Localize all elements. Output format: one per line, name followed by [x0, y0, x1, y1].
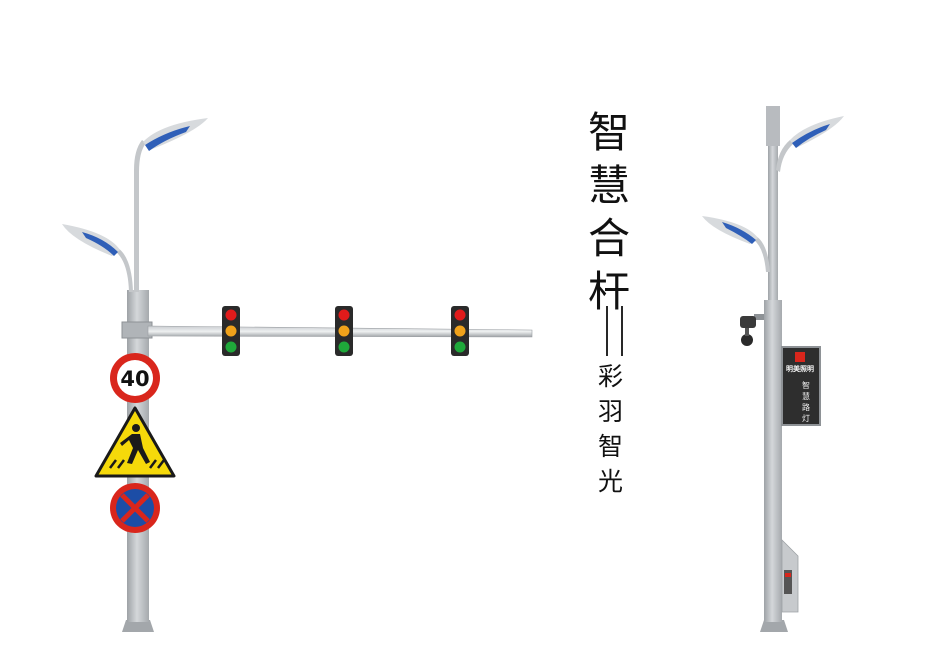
- left-lower-lamp-arm: [116, 248, 133, 292]
- panel-brand-text: 明美照明: [786, 365, 814, 373]
- speed-limit-value: 40: [120, 367, 149, 391]
- right-pole-base: [760, 620, 788, 632]
- subtitle-char: 光: [598, 467, 624, 496]
- title-char: 杆: [588, 267, 631, 316]
- title-char: 合: [588, 214, 631, 263]
- page-title: 智 慧 合 杆: [588, 112, 630, 313]
- left-upper-lamp-head: [143, 118, 208, 151]
- info-display-panel: [781, 346, 821, 426]
- right-upper-lamp-head: [790, 116, 844, 148]
- title-char: 慧: [588, 161, 631, 210]
- page-subtitle: 彩 羽 智 光: [598, 364, 623, 494]
- charging-cabinet: [781, 539, 799, 613]
- right-lower-lamp-arm: [754, 236, 770, 272]
- right-smart-pole: [702, 106, 844, 632]
- left-pole-mast: [134, 140, 146, 292]
- left-lower-lamp-head: [62, 224, 120, 256]
- traffic-light-2: [335, 306, 353, 356]
- right-pole-cap: [766, 106, 780, 146]
- right-upper-lamp-arm: [776, 140, 793, 172]
- title-char: 智: [588, 108, 631, 157]
- right-pole-top-mast: [768, 108, 778, 300]
- speed-limit-sign: 40: [110, 353, 160, 403]
- title-divider: [606, 306, 623, 356]
- right-pole-shaft: [764, 300, 782, 622]
- traffic-light-1: [222, 306, 240, 356]
- left-arm-bracket: [121, 321, 153, 339]
- panel-logo: [795, 352, 805, 362]
- pedestrian-crossing-sign: [94, 406, 176, 478]
- left-smart-pole: 40: [62, 118, 533, 632]
- subtitle-char: 彩: [598, 362, 624, 391]
- left-pole-base: [122, 620, 154, 632]
- camera-icon: [740, 314, 764, 346]
- right-lower-lamp-head: [702, 216, 758, 244]
- pedestrian-icon: [109, 424, 165, 469]
- no-stopping-sign: [110, 483, 160, 533]
- traffic-light-3: [451, 306, 469, 356]
- panel-name-text: 智慧路灯: [802, 381, 810, 423]
- subtitle-char: 羽: [598, 397, 624, 426]
- subtitle-char: 智: [598, 432, 624, 461]
